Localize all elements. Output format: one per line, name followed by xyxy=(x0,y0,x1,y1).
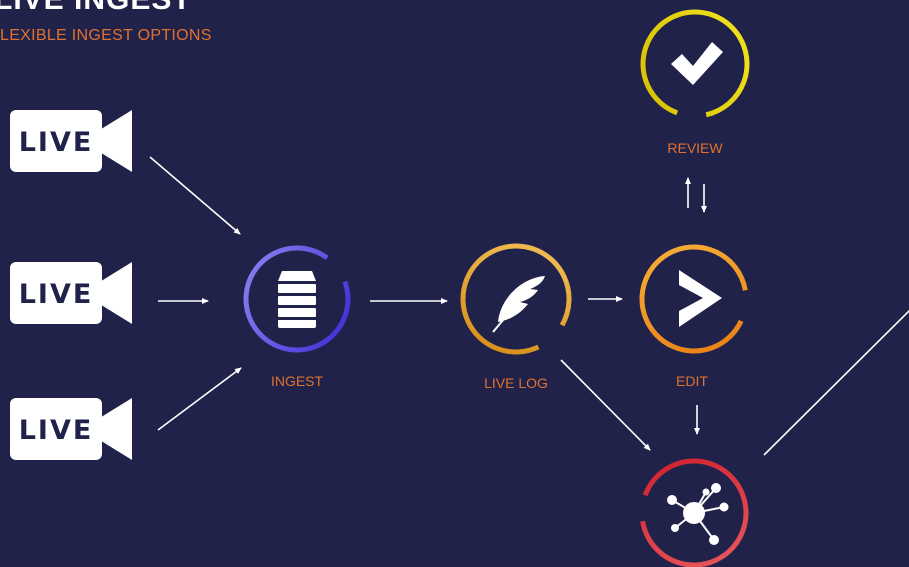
ingest-label: INGEST xyxy=(270,373,324,389)
network-node xyxy=(639,458,749,567)
arrow-distribute-out xyxy=(763,309,909,456)
edit-node xyxy=(639,244,749,354)
network-hub-icon xyxy=(667,483,729,545)
page-title: LIVE INGEST xyxy=(0,0,192,17)
live-camera-icon: LIVE xyxy=(10,262,132,324)
live-label: LIVE xyxy=(19,415,94,446)
arrow-livelog-to-distribute xyxy=(560,359,651,451)
play-chevron-icon xyxy=(679,270,722,327)
live-camera-icon: LIVE xyxy=(10,110,132,172)
flow-arrows xyxy=(149,156,909,456)
database-stack-icon xyxy=(278,271,316,328)
review-node xyxy=(640,9,750,119)
live-camera-icon: LIVE xyxy=(10,398,132,460)
live-log-label: LIVE LOG xyxy=(484,375,548,391)
live-label: LIVE xyxy=(19,127,94,158)
checkmark-icon xyxy=(671,42,723,85)
review-label: REVIEW xyxy=(667,140,723,156)
arrow-source1-to-ingest xyxy=(149,156,241,235)
arrow-source3-to-ingest xyxy=(157,367,242,431)
feather-icon xyxy=(492,276,545,333)
edit-label: EDIT xyxy=(676,373,708,389)
ingest-node xyxy=(243,245,351,353)
page-subtitle: LEXIBLE INGEST OPTIONS xyxy=(0,27,212,44)
live-label: LIVE xyxy=(19,279,94,310)
live-log-node xyxy=(460,243,572,355)
